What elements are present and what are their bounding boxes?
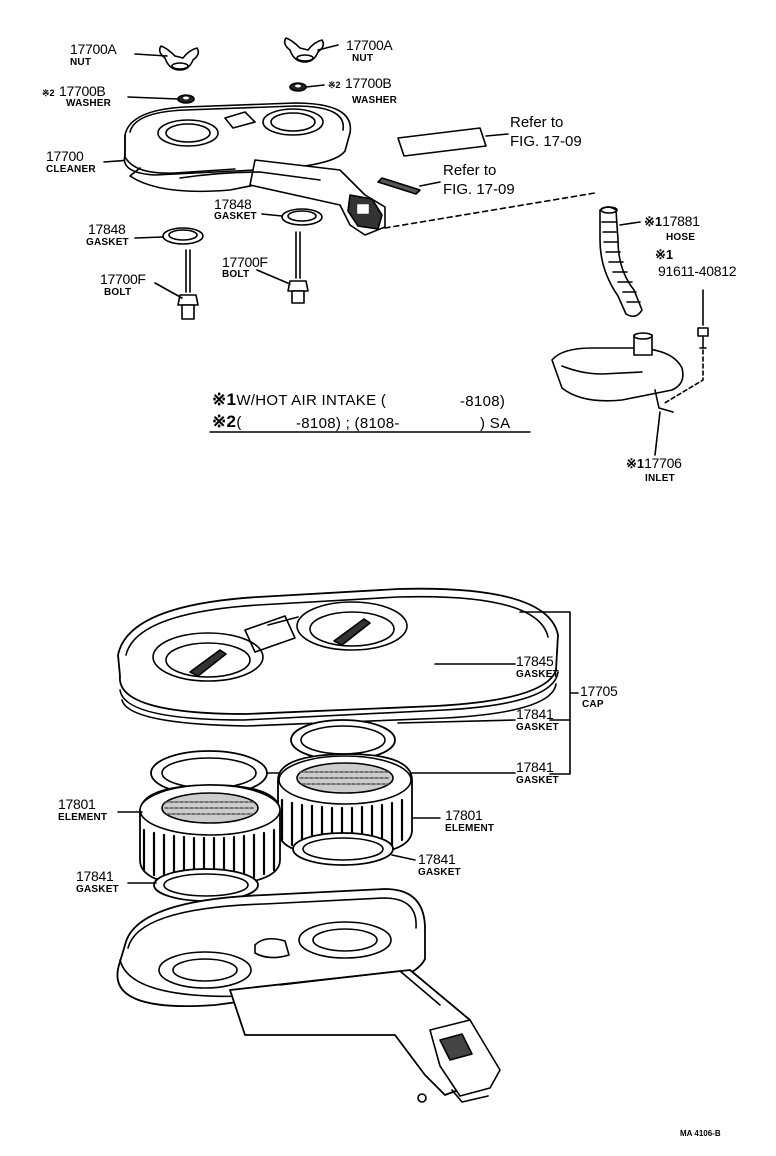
- label-bolt-left-name: BOLT: [104, 287, 132, 298]
- washer-left-mark: ※2: [42, 88, 55, 98]
- label-nut-left-number: 17700A: [70, 41, 117, 57]
- label-cleaner-number: 17700: [46, 148, 84, 164]
- hose-number: 17881: [662, 213, 700, 229]
- label-gasket-17848-left-name: GASKET: [86, 237, 129, 248]
- refer-1-line1: Refer to: [510, 114, 564, 131]
- hose-17881: [599, 206, 643, 318]
- washer-right: [289, 82, 307, 92]
- refer-strip: [377, 177, 441, 195]
- air-cleaner-case: [116, 888, 501, 1103]
- label-gasket-17848-mid-name: GASKET: [214, 211, 257, 222]
- gasket-17848-mid: [281, 208, 323, 226]
- label-gasket-17848-mid-number: 17848: [214, 196, 252, 212]
- wing-nut-right: [283, 37, 325, 63]
- label-hose-name: HOSE: [666, 232, 696, 243]
- label-17841-c-name: GASKET: [418, 867, 461, 878]
- label-element-right-name: ELEMENT: [445, 823, 495, 834]
- note-1-range: -8108): [460, 393, 506, 410]
- label-cleaner-name: CLEANER: [46, 164, 96, 175]
- cap-17705: [117, 587, 559, 727]
- note-2-part1: (: [236, 414, 242, 431]
- label-nut-right-name: NUT: [352, 53, 374, 64]
- bolt-mid: [287, 231, 309, 304]
- label-bolt-mid-name: BOLT: [222, 269, 250, 280]
- note-2-part3: ) SA: [480, 415, 511, 432]
- note-2: ※2(: [212, 413, 242, 430]
- label-element-right-number: 17801: [445, 807, 483, 823]
- label-gasket-17848-left-number: 17848: [88, 221, 126, 237]
- gasket-17848-left: [162, 227, 204, 245]
- gasket-17841-right-bottom: [292, 832, 394, 866]
- label-inlet: ※117706: [626, 456, 682, 472]
- air-cleaner-body: [123, 102, 386, 236]
- inlet-number: 17706: [644, 455, 682, 471]
- label-washer-left-name: WASHER: [66, 98, 112, 109]
- washer-right-number: 17700B: [345, 75, 392, 91]
- note-1-text: W/HOT AIR INTAKE (: [236, 392, 387, 409]
- label-washer-right: ※2 17700B: [328, 75, 392, 92]
- washer-left: [177, 94, 195, 104]
- label-element-left-name: ELEMENT: [58, 812, 108, 823]
- label-91611-number: 91611-40812: [658, 263, 737, 279]
- label-element-left-number: 17801: [58, 796, 96, 812]
- label-washer-right-name: WASHER: [352, 95, 398, 106]
- hose-mark: ※1: [644, 214, 663, 229]
- label-17841-a-name: GASKET: [516, 722, 559, 733]
- element-17801-left: [139, 784, 281, 887]
- note-2-part2: -8108) ; (8108-: [296, 415, 400, 432]
- label-17845-name: GASKET: [516, 669, 559, 680]
- refer-2-line1: Refer to: [443, 162, 497, 179]
- label-bolt-left-number: 17700F: [100, 271, 146, 287]
- element-17801-right: [277, 753, 413, 857]
- note-1: ※1W/HOT AIR INTAKE (: [212, 391, 386, 408]
- wing-nut-left: [158, 45, 200, 71]
- note-2-mark: ※2: [212, 412, 237, 431]
- bolt-left: [177, 249, 199, 320]
- label-washer-left: ※2 17700B: [42, 83, 106, 100]
- label-cap-number: 17705: [580, 683, 618, 699]
- label-17841-d-number: 17841: [76, 868, 114, 884]
- label-17841-b-name: GASKET: [516, 775, 559, 786]
- label-17841-d-name: GASKET: [76, 884, 119, 895]
- inlet-mark: ※1: [626, 456, 645, 471]
- inlet-17706: [551, 332, 684, 413]
- refer-plate: [397, 127, 509, 157]
- label-17845-number: 17845: [516, 653, 554, 669]
- label-bolt-mid-number: 17700F: [222, 254, 268, 270]
- label-nut-left-name: NUT: [70, 57, 92, 68]
- note-1-mark: ※1: [212, 390, 237, 409]
- figure-code: MA 4106-B: [680, 1129, 721, 1138]
- label-17841-a-number: 17841: [516, 706, 554, 722]
- label-91611-mark: ※1: [655, 247, 674, 262]
- label-17841-b-number: 17841: [516, 759, 554, 775]
- label-hose: ※117881: [644, 214, 700, 230]
- refer-2-line2: FIG. 17-09: [443, 181, 515, 198]
- label-inlet-name: INLET: [645, 473, 675, 484]
- washer-left-number: 17700B: [59, 83, 106, 99]
- label-cap-name: CAP: [582, 699, 604, 710]
- label-17841-c-number: 17841: [418, 851, 456, 867]
- washer-right-mark: ※2: [328, 80, 341, 90]
- refer-1-line2: FIG. 17-09: [510, 133, 582, 150]
- bolt-91611: [697, 327, 709, 349]
- label-nut-right-number: 17700A: [346, 37, 393, 53]
